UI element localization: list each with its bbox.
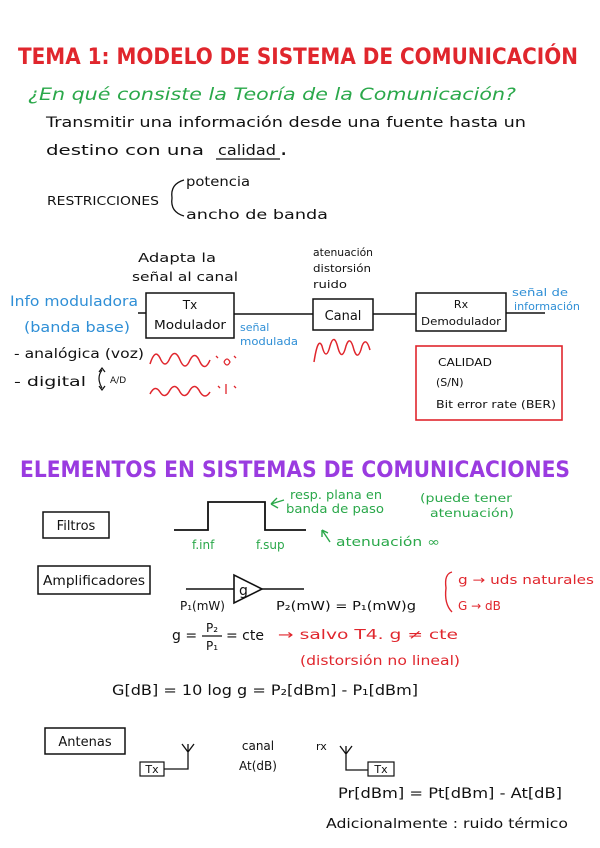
answer-line-1: Transmitir una información desde una fue…	[45, 115, 526, 131]
restriction-bandwidth: ancho de banda	[186, 208, 328, 223]
info-label-line-2: (banda base)	[24, 320, 130, 336]
units-natural: g → uds naturales	[458, 573, 594, 587]
output-signal-label-1: señal de	[512, 286, 568, 299]
quality-ber: Bit error rate (BER)	[436, 398, 556, 411]
tx-block-title: Tx	[182, 298, 197, 312]
gain-ratio-note-2: (distorsión no lineal)	[300, 654, 460, 669]
passband-arrow	[270, 497, 285, 509]
modulated-signal-label-1: señal	[240, 321, 269, 334]
answer-line-2-suffix: .	[281, 143, 286, 159]
channel-attenuation: At(dB)	[239, 759, 277, 773]
amplifiers-label: Amplificadores	[43, 574, 145, 589]
antennas-label: Antenas	[58, 735, 111, 750]
channel-note-noise: ruido	[313, 279, 347, 291]
digital-wave	[149, 385, 211, 397]
noisy-signal-wave	[313, 338, 371, 363]
gain-ratio-rhs: = cte	[226, 628, 264, 644]
filter-response-curve	[174, 501, 306, 531]
page-title: TEMA 1: MODELO DE SISTEMA DE COMUNICACIÓ…	[18, 44, 578, 70]
attenuation-note-2: atenuación)	[430, 506, 514, 520]
amp-gain-symbol: g	[239, 583, 248, 599]
antenna-formula: Pr[dBm] = Pt[dBm] - At[dB]	[338, 786, 562, 802]
filters-label: Filtros	[57, 519, 96, 534]
restriction-power: potencia	[186, 175, 250, 190]
tx-modulator-block	[145, 292, 235, 339]
gain-ratio-lhs: g =	[172, 628, 197, 644]
ad-label: A/D	[110, 376, 126, 386]
antenna-tx-label: Tx	[144, 763, 159, 776]
tx-block-subtitle: Modulador	[154, 318, 226, 332]
rx-demodulator-block	[415, 292, 507, 332]
passband-note-2: banda de paso	[286, 502, 384, 516]
quality-snr: (S/N)	[436, 376, 464, 389]
quality-box	[415, 345, 563, 421]
rx-antenna-icon	[339, 745, 368, 771]
attenuation-note-1: (puede tener	[420, 491, 512, 505]
units-db: G → dB	[458, 599, 501, 613]
answer-underlined-word: calidad	[218, 143, 276, 159]
antenna-rx-label: Tx	[373, 763, 388, 776]
gain-ratio-denominator: P₁	[206, 639, 218, 653]
amp-p2-equation: P₂(mW) = P₁(mW)g	[276, 599, 416, 613]
amplifier-triangle-icon	[233, 573, 264, 605]
analog-wave	[149, 352, 211, 368]
gain-ratio-note-1: → salvo T4. g ≠ cte	[278, 628, 458, 643]
section-2-title: ELEMENTOS EN SISTEMAS DE COMUNICACIONES	[20, 458, 570, 483]
amplifiers-label-box	[37, 565, 151, 595]
question-heading: ¿En qué consiste la Teoría de la Comunic…	[28, 85, 516, 105]
antennas-label-box	[44, 727, 126, 755]
tx-note-line-2: señal al canal	[132, 270, 238, 284]
ad-arrow	[98, 367, 106, 391]
analog-wave-dots	[215, 355, 237, 366]
tx-note-line-1: Adapta la	[138, 251, 216, 265]
filters-label-box	[42, 511, 110, 539]
analog-label: - analógica (voz)	[14, 347, 144, 362]
digital-wave-dots	[217, 384, 237, 394]
channel-note-distortion: distorsión	[313, 263, 371, 275]
info-label-line-1: Info moduladora	[10, 294, 138, 310]
antenna-rx-box	[367, 761, 395, 777]
stopband-note: atenuación ∞	[336, 535, 440, 549]
amp-p1-label: P₁(mW)	[180, 599, 225, 613]
rx-block-title: Rx	[454, 298, 469, 311]
units-brace	[444, 571, 453, 613]
channel-block-label: Canal	[325, 309, 362, 324]
f-inf-label: f.inf	[192, 538, 215, 552]
passband-note-1: resp. plana en	[290, 488, 382, 502]
tx-antenna-icon	[164, 743, 195, 770]
stopband-arrow	[321, 529, 331, 543]
modulated-signal-label-2: modulada	[240, 335, 298, 348]
quality-title: CALIDAD	[438, 356, 492, 369]
rx-small-label: rx	[316, 740, 327, 753]
db-formula: G[dB] = 10 log g = P₂[dBm] - P₁[dBm]	[112, 683, 418, 699]
answer-line-2-prefix: destino con una	[46, 143, 204, 159]
output-signal-label-2: información	[514, 300, 580, 313]
restrictions-label: RESTRICCIONES	[47, 194, 159, 208]
channel-note-attenuation: atenuación	[313, 247, 373, 259]
channel-label: canal	[242, 739, 274, 753]
rx-block-subtitle: Demodulador	[421, 315, 502, 328]
f-sup-label: f.sup	[256, 538, 285, 552]
thermal-noise-note: Adicionalmente : ruido térmico	[326, 816, 568, 832]
gain-ratio-numerator: P₂	[206, 621, 218, 635]
digital-label: - digital	[14, 375, 86, 390]
restrictions-brace	[171, 179, 185, 217]
